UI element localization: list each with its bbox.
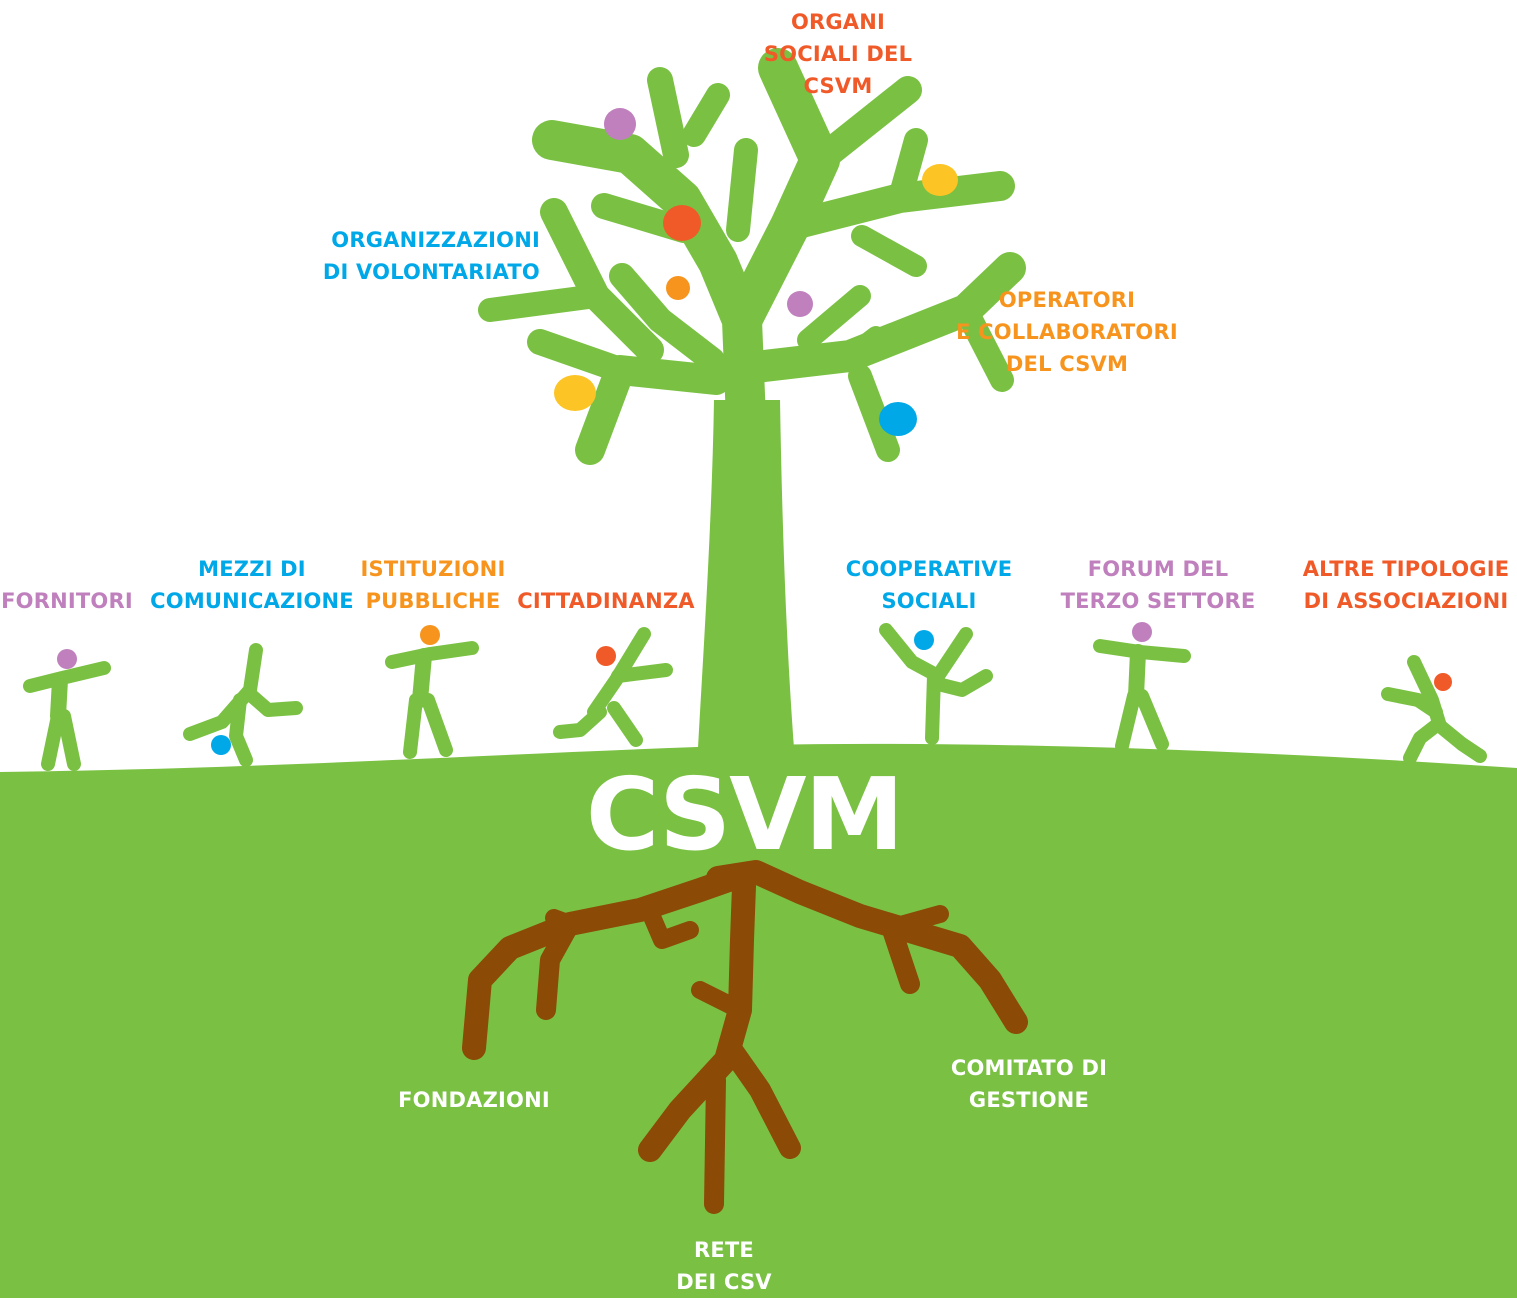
figure-forum	[1093, 622, 1191, 753]
label-forum-terzo-settore: FORUM DEL TERZO SETTORE	[1060, 557, 1256, 613]
tree-fruits	[554, 108, 958, 436]
ground	[0, 743, 1517, 1298]
label-comitato-gestione: COMITATO DI GESTIONE	[950, 1056, 1108, 1112]
tree-trunk	[698, 400, 794, 748]
figure-fornitori	[23, 649, 111, 771]
label-fondazioni: FONDAZIONI	[398, 1088, 550, 1112]
label-cittadinanza: CITTADINANZA	[517, 589, 695, 613]
figure-cooperative	[879, 623, 993, 745]
figure-cittadinanza	[553, 627, 673, 747]
fruit-yellow	[922, 164, 958, 196]
center-label-csvm: CSVM	[585, 756, 904, 873]
label-operatori-collaboratori: OPERATORI E COLLABORATORI DEL CSVM	[956, 288, 1178, 376]
label-rete-csv: RETE DEI CSV	[676, 1238, 772, 1294]
label-cooperative-sociali: COOPERATIVE SOCIALI	[845, 557, 1013, 613]
label-organizzazioni-volontariato: ORGANIZZAZIONI DI VOLONTARIATO	[322, 228, 540, 284]
figure-altre	[1381, 655, 1487, 765]
label-organi-sociali: ORGANI SOCIALI DEL CSVM	[763, 10, 913, 98]
tree	[478, 48, 1026, 748]
fruit-blue	[879, 402, 917, 436]
label-altre-tipologie: ALTRE TIPOLOGIE DI ASSOCIAZIONI	[1302, 557, 1510, 613]
tree-branches	[478, 48, 1026, 465]
roots	[462, 860, 1028, 1214]
fruit-orange	[666, 276, 690, 300]
figure-mezzi	[183, 643, 303, 767]
fruit-orange-red	[663, 205, 701, 241]
fruit-purple	[604, 108, 636, 140]
label-fornitori: FORNITORI	[1, 589, 133, 613]
fruit-yellow	[554, 375, 596, 411]
label-istituzioni-pubbliche: ISTITUZIONI PUBBLICHE	[360, 557, 506, 613]
figure-istituzioni	[385, 625, 479, 759]
figures	[23, 622, 1487, 771]
label-mezzi-comunicazione: MEZZI DI COMUNICAZIONE	[150, 557, 354, 613]
fruit-purple	[787, 291, 813, 317]
